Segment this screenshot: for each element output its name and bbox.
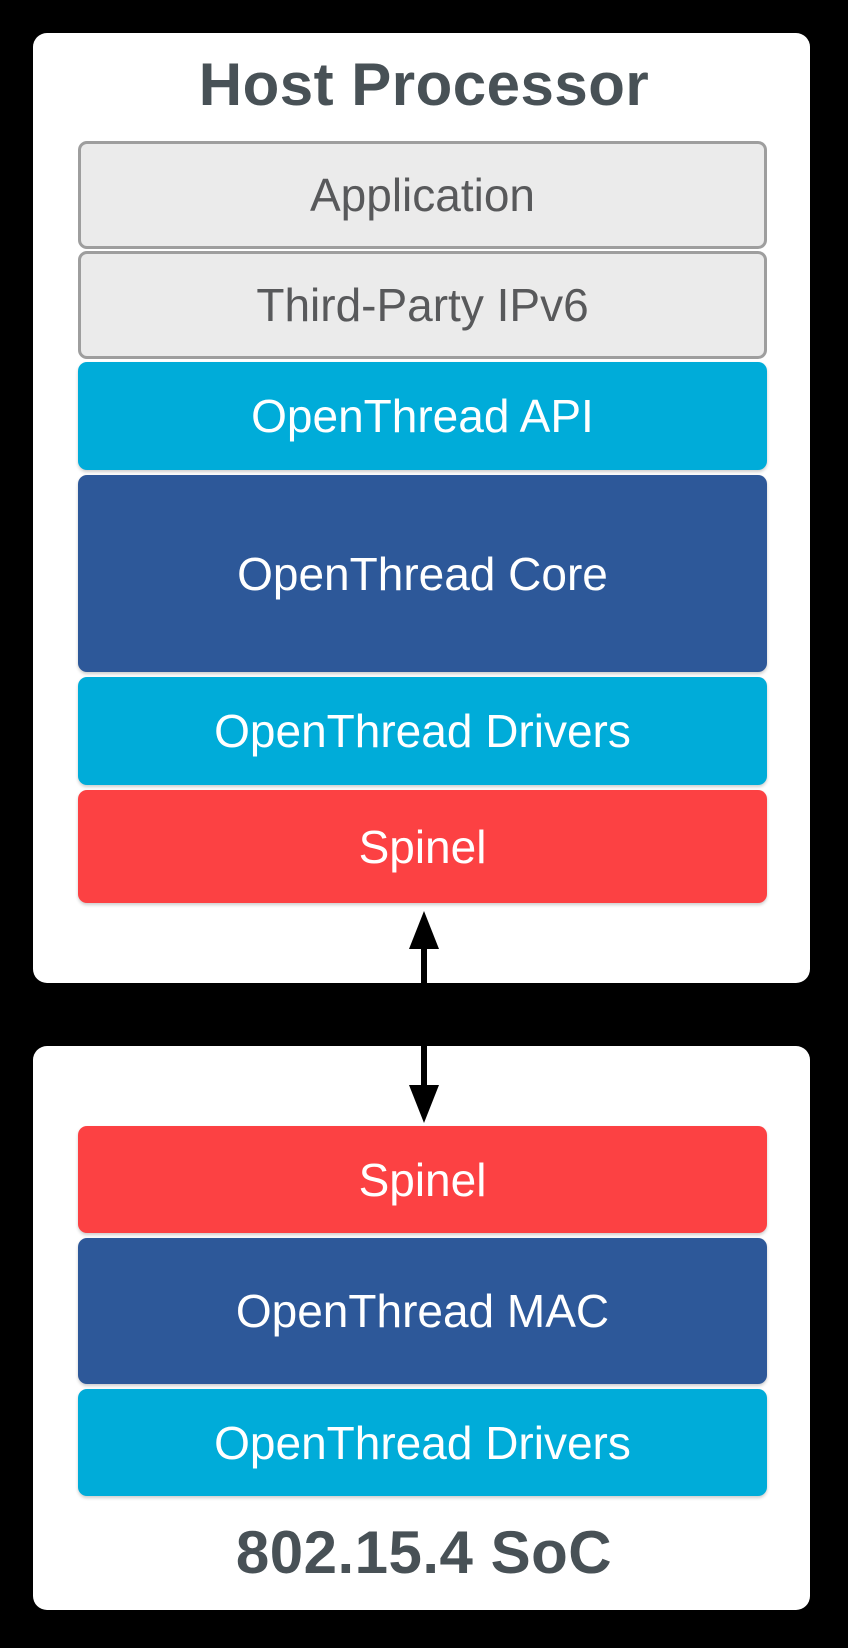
layer-openthread-mac-label: OpenThread MAC <box>235 1285 610 1337</box>
layer-openthread-mac: OpenThread MAC <box>78 1238 767 1384</box>
layer-openthread-drivers-soc: OpenThread Drivers <box>78 1389 767 1496</box>
soc-title: 802.15.4 SoC <box>235 1519 613 1586</box>
layer-spinel-host: Spinel <box>78 790 767 903</box>
layer-openthread-drivers-host: OpenThread Drivers <box>78 677 767 785</box>
layer-spinel-host-label: Spinel <box>358 820 487 873</box>
layer-spinel-soc: Spinel <box>78 1126 767 1233</box>
layer-application: Application <box>78 141 767 249</box>
layer-spinel-soc-label: Spinel <box>358 1153 487 1206</box>
layer-openthread-api-label: OpenThread API <box>251 390 594 442</box>
bidirectional-arrow-icon <box>409 911 439 1123</box>
layer-openthread-core-label: OpenThread Core <box>237 547 608 600</box>
host-processor-title: Host Processor <box>198 51 650 118</box>
layer-openthread-drivers-soc-label: OpenThread Drivers <box>214 1416 631 1469</box>
layer-third-party-ipv6: Third-Party IPv6 <box>78 251 767 359</box>
soc-layer-stack: Spinel OpenThread MAC OpenThread Drivers <box>78 1126 767 1496</box>
host-layer-stack: Application Third-Party IPv6 OpenThread … <box>78 141 767 903</box>
layer-third-party-ipv6-label: Third-Party IPv6 <box>256 279 589 331</box>
soc-panel: Spinel OpenThread MAC OpenThread Drivers <box>33 1046 810 1610</box>
layer-openthread-drivers-host-label: OpenThread Drivers <box>214 705 631 757</box>
layer-openthread-core: OpenThread Core <box>78 475 767 672</box>
layer-openthread-api: OpenThread API <box>78 362 767 470</box>
layer-application-label: Application <box>309 169 536 221</box>
host-processor-panel: Application Third-Party IPv6 OpenThread … <box>33 33 810 983</box>
